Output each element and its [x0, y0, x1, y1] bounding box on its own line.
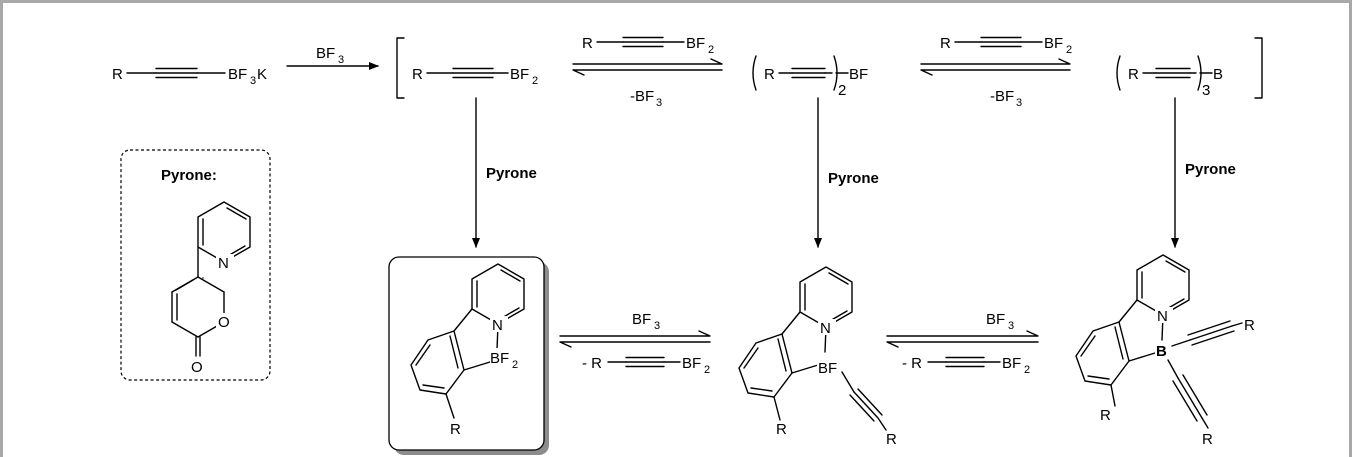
p3-r3: R	[1202, 431, 1213, 448]
eq3-top-sub: 3	[654, 320, 660, 332]
reagent-bf: BF	[228, 66, 247, 83]
int3-r: R	[1128, 66, 1139, 83]
p3-r1: R	[1244, 317, 1255, 334]
pyrone-arrow-3-label: Pyrone	[1185, 161, 1236, 178]
bf3-arrow-sub: 3	[338, 54, 344, 66]
eq1-bottom: -BF	[630, 88, 654, 105]
pyrone-o-carbonyl: O	[191, 359, 203, 376]
pyrone-arrow-1-label: Pyrone	[486, 165, 537, 182]
reagent-trifluoroborate: R BF 3 K	[112, 66, 267, 87]
reagent-k: K	[257, 66, 267, 83]
intermediate-difluoroborane: R BF 2	[412, 66, 538, 87]
reagent-r: R	[112, 66, 123, 83]
bf3-arrow-label: BF	[316, 45, 335, 62]
pyrone-legend-title: Pyrone:	[161, 167, 217, 184]
eq4-bottom-sub: 2	[1024, 364, 1030, 376]
intermediate-dialkynylfluoroborane: R 2 BF	[752, 55, 868, 99]
eq3-top: BF	[632, 311, 651, 328]
equilibrium-arrow-1: R BF 2 -BF 3	[572, 35, 723, 109]
equilibrium-arrow-3: BF 3 - R BF 2	[559, 311, 711, 376]
eq3-bottom-bf: BF	[682, 355, 701, 372]
p1-n: N	[492, 317, 503, 334]
eq1-top-bf: BF	[686, 35, 705, 52]
right-bracket	[1254, 37, 1263, 99]
eq1-bottom-sub: 3	[656, 97, 662, 109]
p2-r2: R	[886, 431, 897, 448]
int1-bf: BF	[510, 66, 529, 83]
int2-bf: BF	[849, 66, 868, 83]
eq4-top: BF	[986, 311, 1005, 328]
p1-r: R	[450, 421, 461, 438]
product-alkynylfluoroborane: N BF R R	[738, 266, 897, 448]
reagent-sub3: 3	[250, 75, 256, 87]
left-bracket	[396, 37, 405, 99]
p2-n: N	[820, 320, 831, 337]
eq2-bottom: -BF	[990, 88, 1014, 105]
p1-sub: 2	[512, 359, 518, 371]
eq4-bottom-bf: BF	[1002, 355, 1021, 372]
eq3-bottom-sub: 2	[704, 364, 710, 376]
int1-sub: 2	[532, 75, 538, 87]
intermediate-trialkynylborane: R 3 B	[1116, 55, 1223, 99]
equilibrium-arrow-4: BF 3 - R BF 2	[886, 311, 1039, 376]
pyrone-arrow-2-label: Pyrone	[828, 170, 879, 187]
product-dialkynylborane: N B R R R	[1075, 254, 1255, 448]
eq4-top-sub: 3	[1008, 320, 1014, 332]
pyrone-o-ring: O	[218, 314, 230, 331]
eq2-top-sub: 2	[1066, 44, 1072, 56]
pyrone-n: N	[218, 255, 229, 272]
int3-sub: 3	[1202, 82, 1210, 99]
p2-bf: BF	[818, 360, 837, 377]
p1-bf: BF	[490, 350, 509, 367]
product-difluoroborane: N BF 2 R	[388, 256, 549, 455]
eq3-bottom: - R	[582, 355, 602, 372]
eq1-top-sub: 2	[708, 44, 714, 56]
equilibrium-arrow-2: R BF 2 -BF 3	[920, 35, 1072, 109]
int2-sub: 2	[838, 82, 846, 99]
p3-r2: R	[1100, 407, 1111, 424]
p2-r1: R	[776, 421, 787, 438]
int3-b: B	[1213, 66, 1223, 83]
pyrone-legend: Pyrone: N O O	[120, 149, 271, 381]
eq2-top-r: R	[940, 35, 951, 52]
eq2-bottom-sub: 3	[1016, 97, 1022, 109]
int1-r: R	[412, 66, 423, 83]
p3-b: B	[1156, 343, 1167, 360]
eq1-top-r: R	[582, 35, 593, 52]
int2-r: R	[764, 66, 775, 83]
eq4-bottom: - R	[902, 355, 922, 372]
eq2-top-bf: BF	[1044, 35, 1063, 52]
p3-n: N	[1157, 308, 1168, 325]
